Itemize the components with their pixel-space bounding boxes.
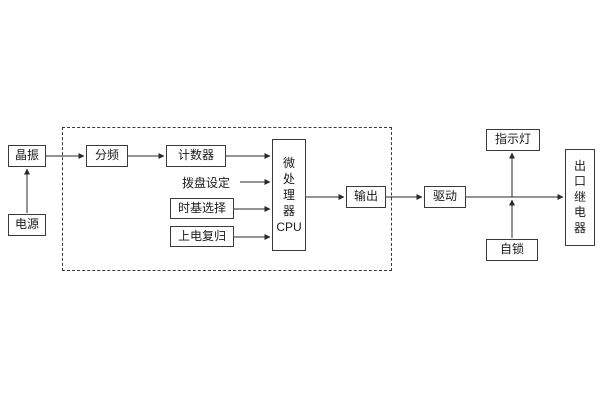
dashed-group-frame — [62, 127, 392, 271]
block-power-supply: 电源 — [8, 214, 46, 236]
block-counter: 计数器 — [166, 145, 226, 167]
block-output: 输出 — [346, 186, 386, 208]
block-microprocessor-cpu: 微 处 理 器 CPU — [272, 139, 306, 251]
block-drive: 驱动 — [424, 186, 466, 208]
block-power-on-reset: 上电复归 — [170, 226, 234, 247]
block-self-lock: 自锁 — [486, 239, 538, 261]
block-crystal-oscillator: 晶振 — [8, 145, 46, 167]
label-dial-setting: 拨盘设定 — [172, 172, 240, 192]
block-indicator-lamp: 指示灯 — [486, 129, 540, 151]
block-frequency-divider: 分频 — [86, 145, 128, 167]
block-timebase-select: 时基选择 — [170, 198, 234, 219]
block-outlet-relay: 出 口 继 电 器 — [565, 149, 595, 246]
